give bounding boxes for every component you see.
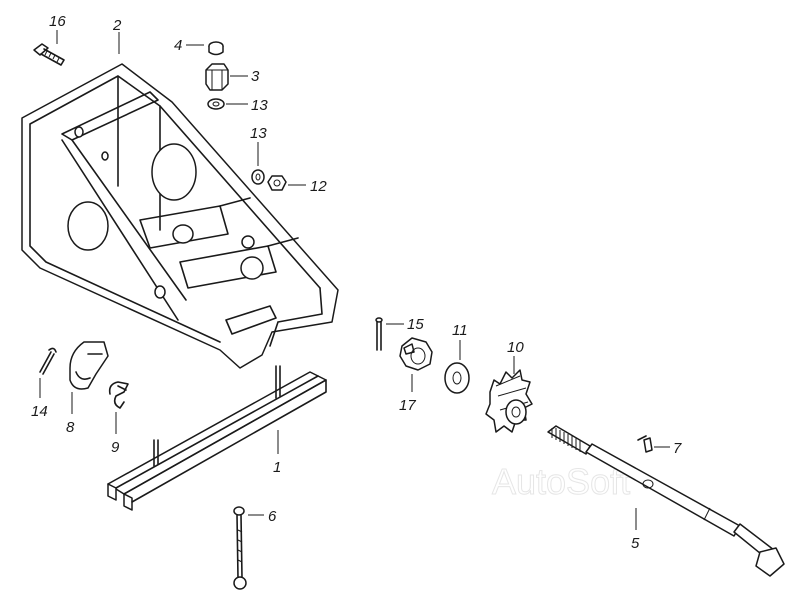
part-6-pin <box>233 506 247 590</box>
callout-6: 6 <box>268 508 277 525</box>
part-10-gear <box>485 369 533 433</box>
callout-9: 9 <box>111 439 120 456</box>
part-13-washer-top <box>207 98 225 110</box>
part-4-cap <box>208 41 224 56</box>
callout-5: 5 <box>631 535 640 552</box>
part-12-nut <box>267 175 287 191</box>
callout-16: 16 <box>49 13 66 30</box>
part-14-cotter-pin <box>39 347 57 375</box>
part-7-pin <box>637 435 653 453</box>
callout-15: 15 <box>407 316 424 333</box>
callout-7: 7 <box>673 440 682 457</box>
part-5-shaft <box>547 425 785 577</box>
part-13-washer-side <box>251 169 265 185</box>
leader-lines <box>39 30 670 530</box>
callout-17: 17 <box>399 397 416 414</box>
part-15-cotter-pin <box>375 317 383 351</box>
part-3-nut <box>205 63 229 91</box>
callout-1: 1 <box>273 459 281 476</box>
watermark-text: AutoSoft <box>492 461 630 502</box>
part-1-channel <box>107 365 327 511</box>
callout-3: 3 <box>251 68 260 85</box>
part-2-bracket <box>21 63 339 369</box>
part-17-castle-nut <box>399 337 433 371</box>
part-8-clip <box>69 341 109 390</box>
callout-12: 12 <box>310 178 327 195</box>
callout-13-side: 13 <box>250 125 267 142</box>
callout-2: 2 <box>112 17 122 34</box>
callout-4: 4 <box>174 37 182 54</box>
part-16-bolt <box>33 43 65 66</box>
callout-14: 14 <box>31 403 48 420</box>
callout-11: 11 <box>452 322 468 339</box>
callout-10: 10 <box>507 339 524 356</box>
part-9-spring-clip <box>108 381 129 409</box>
callout-8: 8 <box>66 419 75 436</box>
callout-13-top: 13 <box>251 97 268 114</box>
part-11-washer <box>444 362 470 394</box>
